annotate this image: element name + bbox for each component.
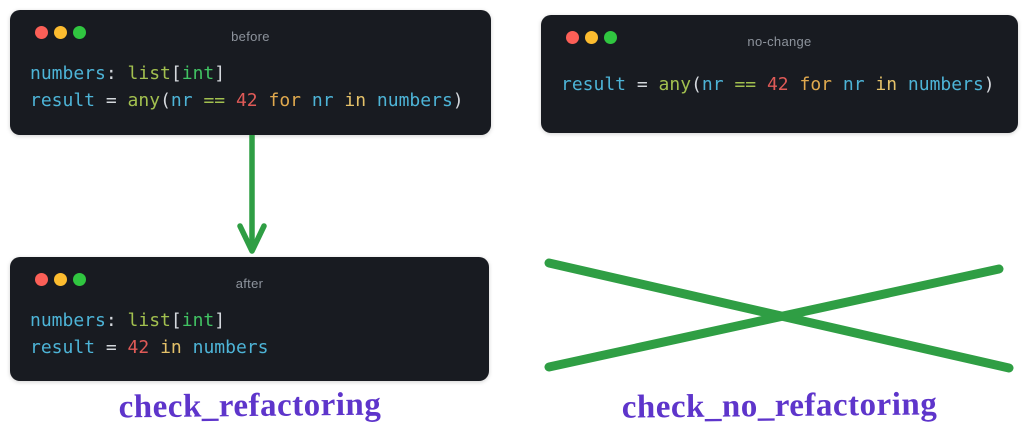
maximize-icon [73, 273, 86, 286]
maximize-icon [604, 31, 617, 44]
code-block: numbers: list[int] result = any(nr == 42 … [10, 56, 491, 114]
window-title: before [231, 29, 270, 44]
label-check-no-refactoring: check_no_refactoring [621, 386, 938, 426]
label-check-refactoring: check_refactoring [118, 386, 382, 426]
code-line: numbers: list[int] [30, 63, 226, 84]
window-title: after [235, 276, 264, 291]
titlebar: before [10, 10, 491, 56]
titlebar: no-change [541, 15, 1018, 61]
close-icon [35, 273, 48, 286]
code-window-after: after numbers: list[int] result = 42 in n… [10, 257, 489, 381]
traffic-lights [35, 26, 86, 39]
code-line: result = any(nr == 42 for nr in numbers) [30, 90, 464, 111]
code-line: result = any(nr == 42 for nr in numbers) [561, 74, 995, 95]
titlebar: after [10, 257, 489, 303]
code-line: result = 42 in numbers [30, 337, 269, 358]
traffic-lights [35, 273, 86, 286]
close-icon [35, 26, 48, 39]
close-icon [566, 31, 579, 44]
code-window-no-change: no-change result = any(nr == 42 for nr i… [541, 15, 1018, 133]
traffic-lights [566, 31, 617, 44]
minimize-icon [54, 273, 67, 286]
minimize-icon [585, 31, 598, 44]
code-line: numbers: list[int] [30, 310, 226, 331]
code-block: numbers: list[int] result = 42 in numbers [10, 303, 489, 361]
maximize-icon [73, 26, 86, 39]
code-block: result = any(nr == 42 for nr in numbers) [541, 61, 1018, 98]
x-mark-icon [544, 258, 1014, 373]
down-arrow-icon [237, 135, 267, 254]
minimize-icon [54, 26, 67, 39]
window-title: no-change [747, 34, 812, 49]
code-window-before: before numbers: list[int] result = any(nr… [10, 10, 491, 135]
